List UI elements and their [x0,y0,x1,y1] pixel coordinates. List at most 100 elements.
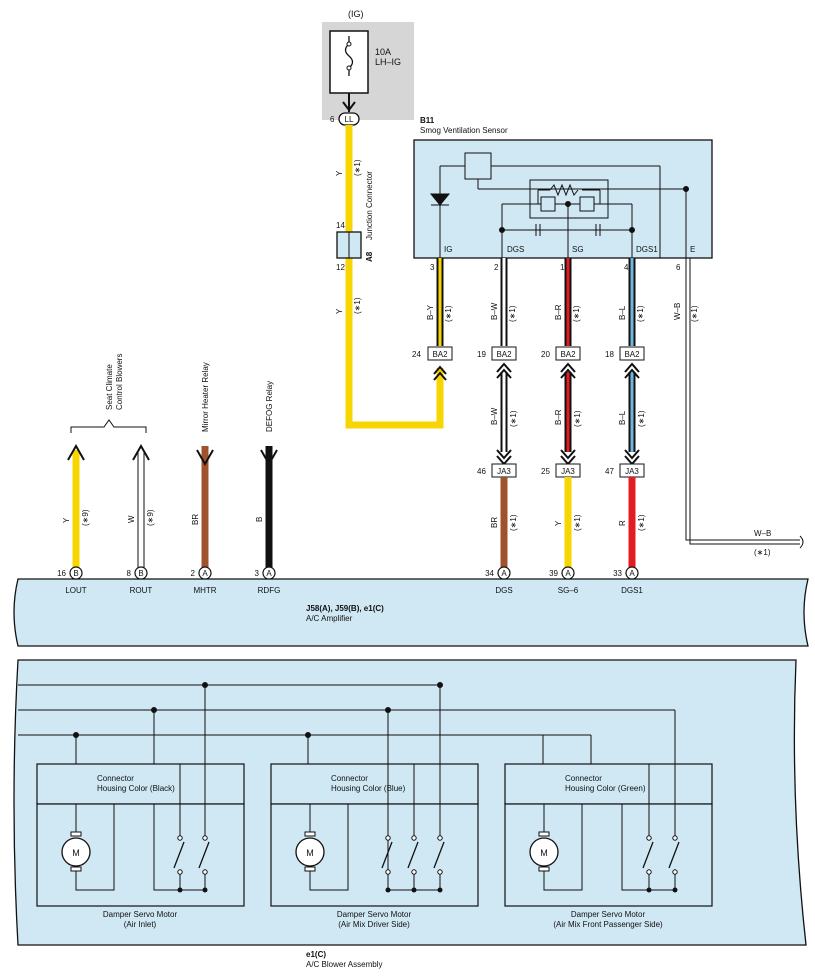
switch-contact [177,835,183,841]
wire-label-wb: W–B [673,303,682,320]
housing-label-2: Housing Color (Black) [97,784,175,793]
svg-text:Y: Y [554,520,563,526]
svg-text:(∗1): (∗1) [690,305,699,322]
servo-caption-1: Damper Servo Motor [571,910,646,919]
switch-contact [672,835,678,841]
wire-label-bl: B–L [618,305,627,320]
housing-label-1: Connector [331,774,368,783]
sensor-terminal-dgs1: DGS1 [636,245,658,254]
amplifier-terminal-conn: A [202,569,208,578]
amplifier-terminal-conn: B [138,569,143,578]
junction-pin-top: 14 [336,221,345,230]
switch-icon [668,841,680,869]
amplifier-terminal-pin: 3 [255,569,260,578]
sensor-pin-e: 6 [676,263,681,272]
amplifier-terminal-conn: B [73,569,78,578]
ja3-connectors: JA3 46 JA3 25 JA3 47 [477,463,645,478]
svg-text:B–L: B–L [618,410,627,425]
ja3-pin: 25 [541,467,550,476]
amplifier-terminal-pin: 2 [191,569,196,578]
switch-icon [642,841,654,869]
sensor-pin-dgs1: 4 [624,263,629,272]
svg-text:JA3: JA3 [625,467,639,476]
switch-contact [202,835,208,841]
switch-icon [173,841,185,869]
sensor-code: B11 [420,116,435,125]
motor-icon [529,837,559,867]
switch-icon [381,841,393,869]
svg-text:B–R: B–R [554,409,563,425]
svg-text:(∗1): (∗1) [508,305,517,322]
servo-caption-1: Damper Servo Motor [103,910,178,919]
ba2-connector [555,346,581,361]
amplifier-terminal-conn: A [501,569,507,578]
ba2-connectors: BA2 24 BA2 19 BA2 20 BA2 18 [412,346,645,381]
sensor-pin-sg: 1 [560,263,565,272]
blower-name: A/C Blower Assembly [306,960,382,969]
switch-contact [646,835,652,841]
amplifier-name: A/C Amplifier [306,614,353,623]
blower-code: e1(C) [306,950,326,959]
amplifier-terminal-name: ROUT [130,586,153,595]
amplifier-terminal-pin: 16 [57,569,66,578]
ba2-connector [491,346,517,361]
svg-text:W: W [127,515,136,523]
switch-contact [385,835,391,841]
sensor-body [413,139,713,259]
housing-label-1: Connector [565,774,602,783]
switch-icon [407,841,419,869]
sensor-pin-dgs: 2 [494,263,499,272]
ba2-connector [427,346,453,361]
svg-text:(∗1): (∗1) [637,410,646,427]
fuse-name: LH–IG [375,57,401,67]
svg-text:BA2: BA2 [560,350,576,359]
amplifier-terminal-pin: 34 [485,569,494,578]
svg-text:JA3: JA3 [561,467,575,476]
amplifier-terminal-name: DGS1 [621,586,643,595]
sensor-terminal-dgs: DGS [507,245,524,254]
junction-note-upper: (∗1) [353,159,362,176]
motor-symbol: M [72,848,80,858]
switch-contact [411,835,417,841]
ba2-pin: 20 [541,350,550,359]
servo-caption-2: (Air Mix Driver Side) [338,920,410,929]
svg-text:BR: BR [191,514,200,525]
servo-caption-2: (Air Inlet) [124,920,157,929]
housing-label-1: Connector [97,774,134,783]
ja3-pin: 47 [605,467,614,476]
seat-blowers-label-2: Control Blowers [115,354,124,410]
svg-text:BA2: BA2 [496,350,512,359]
servo-caption-2: (Air Mix Front Passenger Side) [553,920,663,929]
ground-wire-label: W–B [754,529,771,538]
servo-caption-1: Damper Servo Motor [337,910,412,919]
sensor-name: Smog Ventilation Sensor [420,126,508,135]
ba2-pin: 19 [477,350,486,359]
amplifier-terminal [69,566,83,580]
fuse-source-label: (IG) [348,9,364,19]
sensor-terminal-sg: SG [572,245,584,254]
connector-housing-header [270,763,479,805]
junction-code: A8 [365,251,374,262]
amplifier-terminal-conn: A [565,569,571,578]
amplifier-terminals: B16LOUTB8ROUTA2MHTRA3RDFGA34DGSA39SG–6A3… [57,566,643,595]
ground-wire-note: (∗1) [754,548,771,557]
defog-relay-label: DEFOG Relay [265,381,274,432]
junction-name: Junction Connector [365,171,374,240]
svg-text:(∗1): (∗1) [509,410,518,427]
left-wires [67,419,278,568]
svg-text:R: R [618,520,627,526]
amplifier-terminal-name: SG–6 [558,586,579,595]
wire-label-br: B–R [554,304,563,320]
amplifier-terminal-pin: 33 [613,569,622,578]
amplifier-terminal-pin: 8 [127,569,132,578]
svg-text:(∗1): (∗1) [573,514,582,531]
ba2-connector [619,346,645,361]
housing-label-2: Housing Color (Blue) [331,784,406,793]
junction-note-lower: (∗1) [353,297,362,314]
svg-text:(∗9): (∗9) [146,509,155,526]
svg-text:BA2: BA2 [432,350,448,359]
sensor-terminal-e: E [690,245,695,254]
svg-text:B: B [255,517,264,522]
